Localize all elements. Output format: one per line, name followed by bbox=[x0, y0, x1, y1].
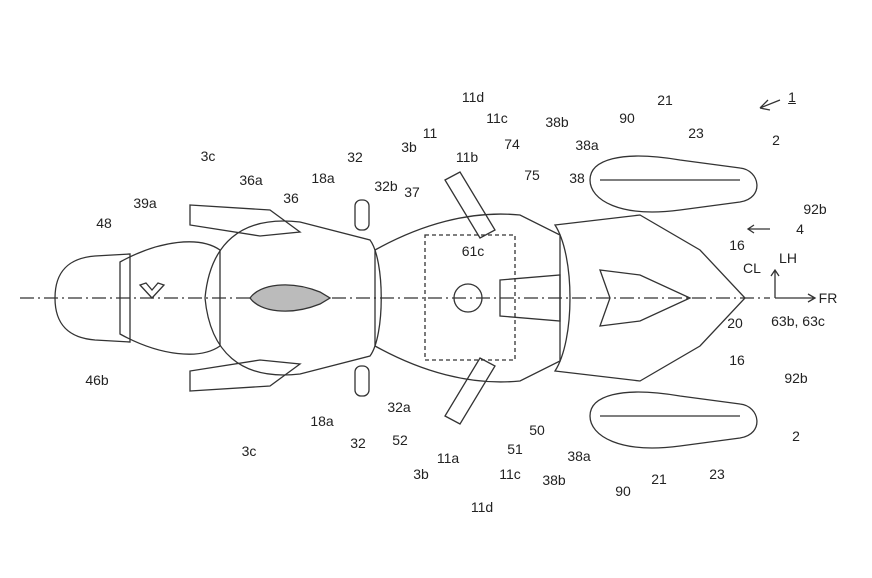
ref-label: 11 bbox=[422, 125, 438, 141]
rear-fender bbox=[54, 253, 131, 343]
ref-label: 3b bbox=[413, 466, 429, 482]
side-cover-left bbox=[189, 204, 302, 237]
seat bbox=[204, 220, 382, 376]
handlebar-right bbox=[444, 357, 496, 425]
front-wheel-right bbox=[589, 391, 758, 449]
ref-label: 32a bbox=[387, 399, 411, 415]
handlebar-left bbox=[444, 171, 496, 239]
direction-front-label: FR bbox=[818, 290, 838, 306]
figure-arrow bbox=[759, 99, 781, 111]
ref-label: 38b bbox=[545, 114, 569, 130]
ref-label: 18a bbox=[311, 170, 335, 186]
ref-label: 11a bbox=[436, 450, 460, 466]
ref-label: 18a bbox=[310, 413, 334, 429]
ref-label: 4 bbox=[796, 221, 804, 237]
front-wheel-left bbox=[589, 155, 758, 213]
ref-label: 3c bbox=[200, 148, 216, 164]
fuel-cap bbox=[453, 283, 483, 313]
ref-label: 38 bbox=[569, 170, 585, 186]
ref-label: 74 bbox=[504, 136, 520, 152]
ref-label: 50 bbox=[529, 422, 545, 438]
ref-label: 21 bbox=[651, 471, 667, 487]
ref-label: 38a bbox=[567, 448, 591, 464]
ref-label: 3b bbox=[401, 139, 417, 155]
direction-left-label: LH bbox=[779, 250, 797, 266]
ref-label: 21 bbox=[657, 92, 673, 108]
front-cowl bbox=[553, 214, 746, 382]
ref-label: 92b bbox=[803, 201, 827, 217]
ref-label: 3c bbox=[241, 443, 257, 459]
ref-label: 51 bbox=[507, 441, 523, 457]
ref-label: 20 bbox=[727, 315, 743, 331]
ref-label: 75 bbox=[524, 167, 540, 183]
ref-label: 16 bbox=[729, 352, 745, 368]
ref-label: 36a bbox=[239, 172, 263, 188]
ref-label: 2 bbox=[792, 428, 800, 444]
figure-number: 1 bbox=[788, 89, 796, 105]
ref-label: 32 bbox=[350, 435, 366, 451]
meter-panel bbox=[499, 274, 561, 322]
mirror-left bbox=[354, 199, 370, 231]
ref-label: 61c bbox=[461, 243, 485, 259]
ref-label: 11c bbox=[486, 110, 508, 126]
ref-label: 38b bbox=[542, 472, 566, 488]
seat-mesh bbox=[249, 284, 332, 312]
ref-label: 32b bbox=[374, 178, 398, 194]
ref-label: 11d bbox=[461, 89, 485, 105]
ref-label: 16 bbox=[729, 237, 745, 253]
ref-label: 23 bbox=[709, 466, 725, 482]
mirror-right bbox=[354, 365, 370, 397]
ref-label: 39a bbox=[133, 195, 157, 211]
ref-label: 92b bbox=[784, 370, 808, 386]
ref-label: 11b bbox=[455, 149, 479, 165]
ref-label: 38a bbox=[575, 137, 599, 153]
ref-label: 32 bbox=[347, 149, 363, 165]
ref-label: 90 bbox=[615, 483, 631, 499]
direction-arrows bbox=[770, 268, 817, 303]
ref-label: 11c bbox=[499, 466, 521, 482]
ref-label: 52 bbox=[392, 432, 408, 448]
ref-label: 23 bbox=[688, 125, 704, 141]
ref-label: 2 bbox=[772, 132, 780, 148]
ref-label: 11d bbox=[470, 499, 494, 515]
side-cover-right bbox=[189, 359, 302, 392]
ref-label: 63b, 63c bbox=[771, 313, 825, 329]
ref-label: 37 bbox=[404, 184, 420, 200]
ref-label: 90 bbox=[619, 110, 635, 126]
ref-label: 36 bbox=[283, 190, 299, 206]
ref-label: 48 bbox=[96, 215, 112, 231]
centerline-label: CL bbox=[743, 260, 761, 276]
ref-label: 46b bbox=[85, 372, 109, 388]
